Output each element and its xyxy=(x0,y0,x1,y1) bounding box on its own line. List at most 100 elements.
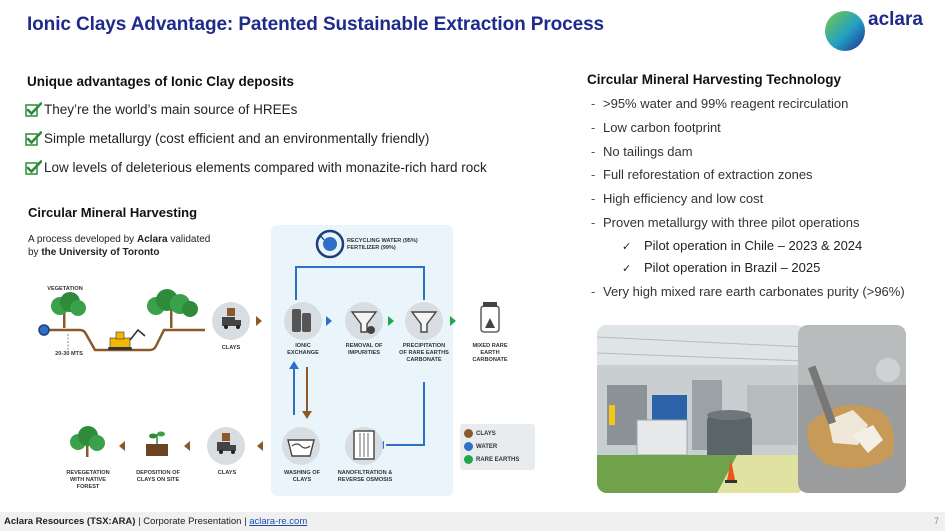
clays-bottom-label: CLAYS xyxy=(217,470,237,476)
tree-icon xyxy=(147,289,198,328)
tick-icon: ✓ xyxy=(622,263,632,275)
tech-bullet: -High efficiency and low cost xyxy=(591,191,763,206)
precipitation-label: PRECIPITATION OF RARE EARTHS CARBONATE xyxy=(395,343,453,364)
vegetation-label: VEGETATION xyxy=(47,286,83,292)
footer-text: Aclara Resources (TSX:ARA) | Corporate P… xyxy=(4,516,307,527)
legend-label: WATER xyxy=(476,443,498,450)
footer: Aclara Resources (TSX:ARA) | Corporate P… xyxy=(0,512,945,531)
label-line: NANOFILTRATION & xyxy=(337,470,393,476)
carbonate-photo xyxy=(798,325,906,493)
tree-icon xyxy=(51,292,86,328)
seedling-icon xyxy=(146,431,168,456)
footer-company: Aclara Resources (TSX:ARA) xyxy=(4,516,136,527)
recycling-line: RECYCLING WATER (95%) xyxy=(347,238,418,244)
clays-top-label: CLAYS xyxy=(221,345,241,351)
sub-bullet-text: Pilot operation in Brazil – 2025 xyxy=(644,260,821,275)
label-line: EXCHANGE xyxy=(287,350,319,356)
page-title: Ionic Clays Advantage: Patented Sustaina… xyxy=(27,14,605,35)
legend-dot xyxy=(464,442,473,451)
tech-bullet: -No tailings dam xyxy=(591,144,693,159)
legend-dot xyxy=(464,429,473,438)
legend-dot xyxy=(464,455,473,464)
desc-text: by xyxy=(28,247,42,258)
bullet-text: >95% water and 99% reagent recirculation xyxy=(603,96,849,111)
deposition-label: DEPOSITION OF CLAYS ON SITE xyxy=(132,470,184,484)
website-link[interactable]: aclara-re.com xyxy=(249,516,308,527)
label-line: DEPOSITION OF xyxy=(136,470,180,476)
washing-label: WASHING OF CLAYS xyxy=(280,470,324,484)
dash: - xyxy=(591,191,596,206)
tech-bullet: -Proven metallurgy with three pilot oper… xyxy=(591,215,860,230)
legend-item: RARE EARTHS xyxy=(464,455,519,464)
pilot-sub-bullet: ✓ Pilot operation in Chile – 2023 & 2024 xyxy=(622,238,862,253)
desc-text: A process developed by xyxy=(28,234,137,245)
label-line: REVERSE OSMOSIS xyxy=(337,477,393,483)
tech-bullet: ->95% water and 99% reagent recirculatio… xyxy=(591,96,848,111)
carbonate-jar-icon xyxy=(480,302,500,333)
footer-separator: | Corporate Presentation | xyxy=(135,516,250,527)
advantages-heading: Unique advantages of Ionic Clay deposits xyxy=(27,74,295,89)
tech-bullet: -Low carbon footprint xyxy=(591,120,721,135)
bullet-text: High efficiency and low cost xyxy=(603,191,764,206)
dash: - xyxy=(591,120,596,135)
cmh-description: A process developed by Aclara validated … xyxy=(28,233,258,259)
green-check-icon xyxy=(25,102,42,117)
forest-icon xyxy=(70,426,105,457)
revegetation-label: REVEGETATION WITH NATIVE FOREST xyxy=(62,470,114,491)
legend-item: WATER xyxy=(464,442,497,451)
desc-bold: Aclara xyxy=(136,234,168,245)
label-line: REMOVAL OF xyxy=(345,343,383,349)
advantage-text: They’re the world’s main source of HREEs xyxy=(44,102,298,117)
dash: - xyxy=(591,167,596,182)
diagram-legend: CLAYS WATER RARE EARTHS xyxy=(460,424,535,470)
arrow-right-brown xyxy=(256,316,262,326)
excavator-icon xyxy=(108,328,146,350)
advantage-item: They’re the world’s main source of HREEs xyxy=(25,102,297,117)
removal-label: REMOVAL OF IMPURITIES xyxy=(340,343,388,357)
dash: - xyxy=(591,284,596,299)
bullet-text: Proven metallurgy with three pilot opera… xyxy=(603,215,860,230)
green-check-icon xyxy=(25,160,42,175)
advantage-text: Simple metallurgy (cost efficient and an… xyxy=(44,131,430,146)
aclara-logo xyxy=(825,11,865,51)
cmh-title: Circular Mineral Harvesting xyxy=(28,205,198,220)
tech-bullet: -Very high mixed rare earth carbonates p… xyxy=(591,284,905,299)
label-line: WASHING OF xyxy=(283,470,321,476)
legend-label: RARE EARTHS xyxy=(476,456,520,463)
bullet-text: Full reforestation of extraction zones xyxy=(603,167,813,182)
label-line: PRECIPITATION xyxy=(402,343,446,349)
legend-item: CLAYS xyxy=(464,429,496,438)
tech-bullet: -Full reforestation of extraction zones xyxy=(591,167,813,182)
label-line: IONIC xyxy=(295,343,311,349)
nanofiltration-label: NANOFILTRATION & REVERSE OSMOSIS xyxy=(334,470,396,484)
label-line: CARBONATE xyxy=(406,357,442,363)
dash: - xyxy=(591,96,596,111)
bullet-text: Low carbon footprint xyxy=(603,120,721,135)
water-point-icon xyxy=(38,324,50,336)
tick-icon: ✓ xyxy=(622,241,632,253)
dash: - xyxy=(591,144,596,159)
label-line: OF RARE EARTHS xyxy=(399,350,449,356)
label-line: CLAYS xyxy=(292,477,312,483)
sub-bullet-text: Pilot operation in Chile – 2023 & 2024 xyxy=(644,238,863,253)
label-line: FOREST xyxy=(76,484,100,490)
label-line: CLAYS ON SITE xyxy=(136,477,180,483)
technology-heading: Circular Mineral Harvesting Technology xyxy=(587,72,842,87)
bullet-text: Very high mixed rare earth carbonates pu… xyxy=(603,284,905,299)
advantage-text: Low levels of deleterious elements compa… xyxy=(44,160,487,175)
mixed-carbonate-label: MIXED RARE EARTH CARBONATE xyxy=(466,343,514,364)
advantage-item: Low levels of deleterious elements compa… xyxy=(25,160,487,175)
label-line: WITH NATIVE xyxy=(70,477,106,483)
logo-text: aclara xyxy=(868,9,923,30)
legend-label: CLAYS xyxy=(476,430,496,437)
label-line: REVEGETATION xyxy=(66,470,110,476)
pilot-plant-photo xyxy=(597,325,805,493)
page-number: 7 xyxy=(933,516,939,526)
desc-bold: the University of Toronto xyxy=(41,247,160,258)
label-line: IMPURITIES xyxy=(347,350,380,356)
ionic-exchange-label: IONIC EXCHANGE xyxy=(281,343,325,357)
pilot-sub-bullet: ✓ Pilot operation in Brazil – 2025 xyxy=(622,260,820,275)
label-line: EARTH xyxy=(480,350,500,356)
label-line: MIXED RARE xyxy=(472,343,508,349)
